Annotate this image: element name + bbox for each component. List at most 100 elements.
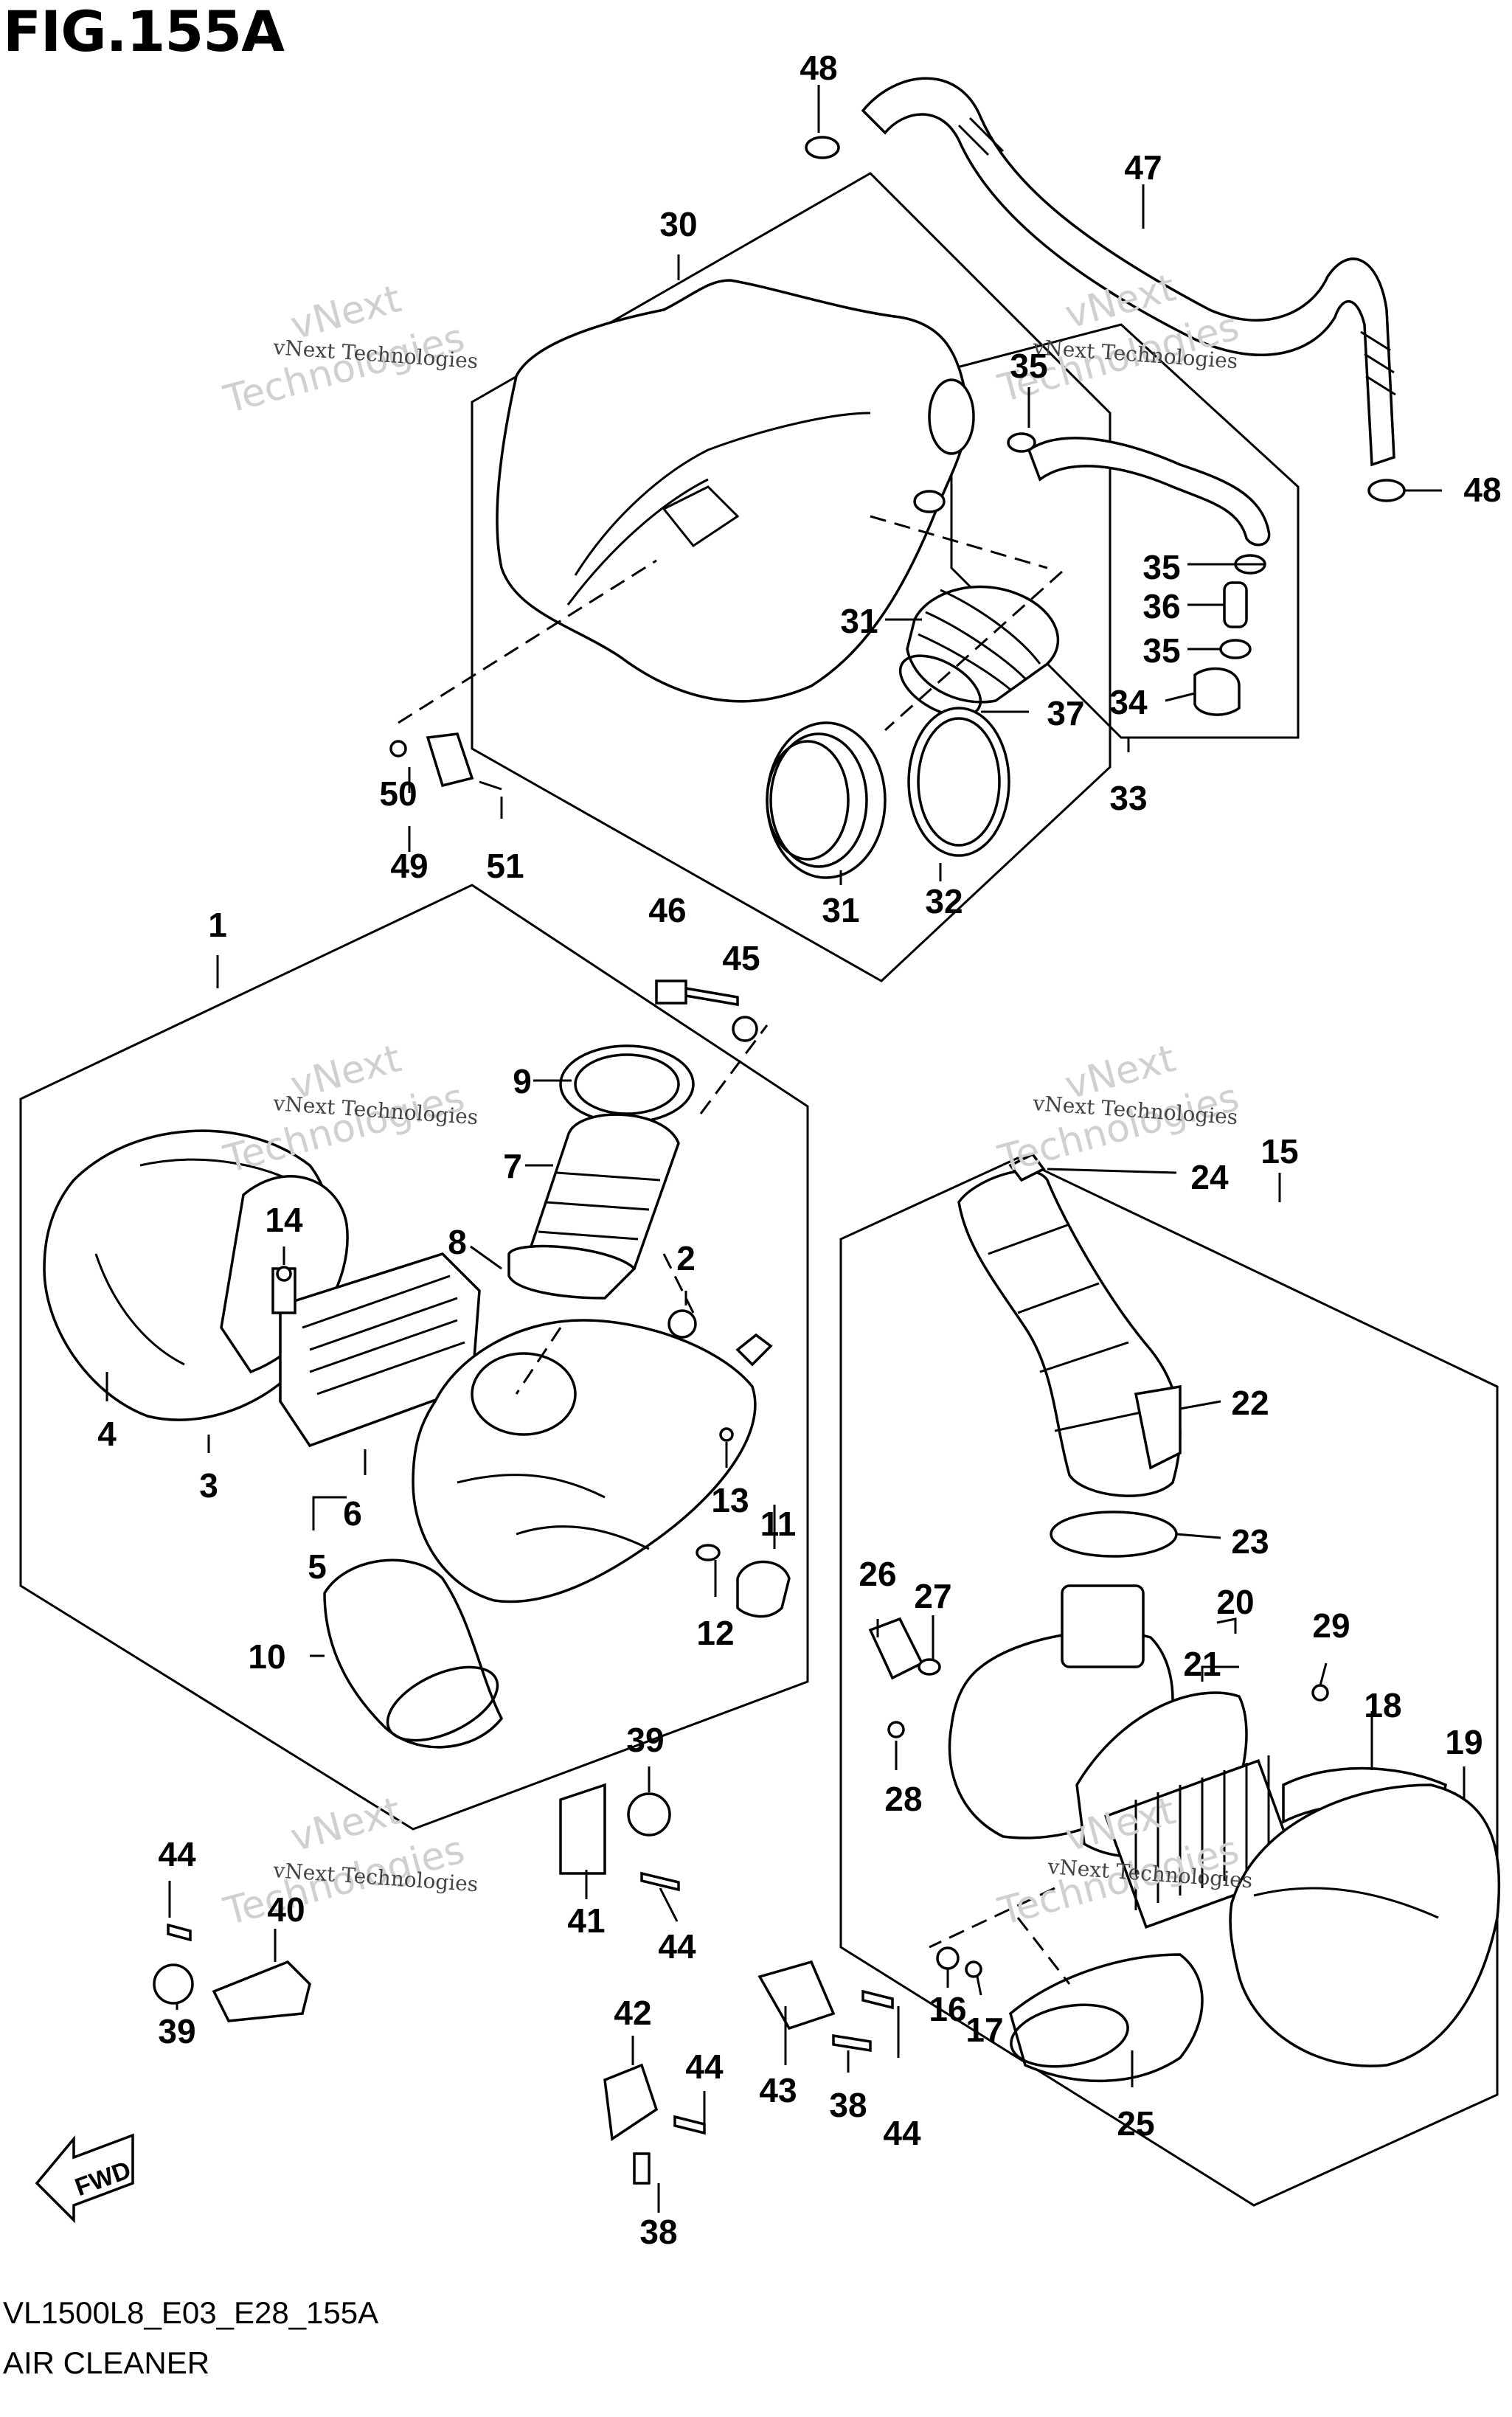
callout-50: 50 bbox=[379, 774, 417, 813]
grommet-39-upper bbox=[627, 1792, 671, 1837]
clamp-12 bbox=[696, 1544, 721, 1561]
intake-tube-22 bbox=[957, 1169, 1182, 1497]
cover-nipple-30 bbox=[913, 490, 946, 513]
callout-35: 35 bbox=[1142, 548, 1180, 586]
gasket-8 bbox=[507, 1244, 637, 1300]
bolt-44-left bbox=[167, 1923, 192, 1942]
breather-tube-33 bbox=[1027, 437, 1271, 547]
callout-20: 20 bbox=[1216, 1583, 1254, 1621]
figure-title: FIG.155A bbox=[3, 0, 285, 64]
callout-31: 31 bbox=[822, 891, 859, 929]
collar-17 bbox=[965, 1960, 982, 1978]
duct-inner-31-lower bbox=[769, 732, 868, 868]
figure-name: AIR CLEANER bbox=[3, 2345, 210, 2380]
callout-32: 32 bbox=[925, 882, 963, 920]
duct-ribs-31-upper bbox=[918, 589, 1041, 691]
callout-45: 45 bbox=[722, 939, 760, 977]
callout-15: 15 bbox=[1260, 1132, 1298, 1171]
callout-18: 18 bbox=[1364, 1686, 1401, 1724]
callout-23: 23 bbox=[1231, 1522, 1269, 1561]
group-box-15 bbox=[839, 1157, 1499, 2207]
housing-opening bbox=[471, 1352, 577, 1436]
callout-30: 30 bbox=[659, 205, 697, 243]
callout-22: 22 bbox=[1231, 1384, 1269, 1422]
callout-25: 25 bbox=[1117, 2104, 1154, 2143]
joint-36 bbox=[1223, 581, 1248, 628]
callout-1: 1 bbox=[208, 906, 227, 944]
cover-19-crease bbox=[1253, 1887, 1439, 1919]
group-box-30 bbox=[471, 172, 1112, 982]
housing-20-neck bbox=[1061, 1584, 1145, 1668]
screw-51 bbox=[479, 780, 502, 791]
callout-19: 19 bbox=[1445, 1723, 1482, 1761]
clamp-35-top bbox=[1007, 432, 1036, 453]
callout-46: 46 bbox=[648, 891, 686, 929]
callout-12: 12 bbox=[696, 1614, 734, 1652]
bracket-41 bbox=[559, 1783, 606, 1875]
bracket-22 bbox=[1134, 1384, 1182, 1470]
callout-9: 9 bbox=[513, 1062, 532, 1100]
callout-7: 7 bbox=[503, 1147, 522, 1185]
bolt-38-lower bbox=[633, 2152, 651, 2185]
clamp-48-right bbox=[1367, 479, 1406, 502]
duct-rib-31-lower bbox=[766, 740, 850, 861]
clamp-35-bottom bbox=[1219, 639, 1252, 659]
screw-14 bbox=[276, 1266, 292, 1282]
callout-labels: 48 47 48 30 35 35 36 35 34 31 37 33 50 4… bbox=[97, 49, 1501, 2251]
callout-42: 42 bbox=[614, 1994, 651, 2032]
leader-lines bbox=[105, 85, 1466, 2213]
element-6-mesh bbox=[302, 1275, 465, 1395]
cover-rim-30 bbox=[566, 412, 871, 606]
forward-arrow: FWD bbox=[35, 2133, 135, 2224]
grommet-39-lower bbox=[153, 1963, 194, 2005]
cover-port-30 bbox=[928, 378, 975, 455]
callout-39: 39 bbox=[626, 1721, 664, 1759]
screw-13 bbox=[719, 1427, 734, 1442]
funnel-7-ribs bbox=[538, 1171, 661, 1241]
grommet-16 bbox=[936, 1946, 960, 1970]
bolt-38-right bbox=[832, 2033, 872, 2053]
callout-14: 14 bbox=[265, 1201, 303, 1239]
callout-44: 44 bbox=[158, 1835, 196, 1873]
assembly-guides bbox=[398, 515, 1071, 1985]
air-cleaner-cover-30 bbox=[496, 279, 969, 703]
group-box-33 bbox=[950, 323, 1300, 739]
housing-detail bbox=[457, 1474, 650, 1550]
cover-emblem-30 bbox=[662, 485, 740, 548]
callout-11: 11 bbox=[760, 1505, 797, 1543]
clamp-48-top bbox=[805, 136, 840, 159]
callout-40: 40 bbox=[267, 1890, 305, 1929]
callout-37: 37 bbox=[1047, 694, 1084, 732]
callout-27: 27 bbox=[914, 1577, 951, 1615]
callout-2: 2 bbox=[676, 1239, 696, 1277]
ring-9-inner bbox=[574, 1053, 680, 1115]
callout-29: 29 bbox=[1312, 1606, 1350, 1645]
drain-plug-49 bbox=[426, 732, 474, 788]
hose-mesh-47 bbox=[957, 117, 1396, 396]
bracket-43 bbox=[757, 1960, 836, 2031]
callout-34: 34 bbox=[1109, 683, 1148, 721]
callout-28: 28 bbox=[884, 1780, 922, 1818]
callout-17: 17 bbox=[965, 2011, 1003, 2049]
callout-13: 13 bbox=[711, 1481, 749, 1519]
bracket-42 bbox=[603, 2063, 659, 2142]
callout-3: 3 bbox=[199, 1466, 218, 1505]
cap-11 bbox=[736, 1560, 791, 1618]
bolt-44-upper bbox=[640, 1871, 680, 1892]
callout-8: 8 bbox=[448, 1223, 467, 1261]
breather-hose-47 bbox=[861, 77, 1395, 467]
callout-4: 4 bbox=[97, 1415, 117, 1453]
bracket-40 bbox=[212, 1960, 311, 2022]
clamp-32 bbox=[907, 707, 1010, 857]
callout-41: 41 bbox=[567, 1901, 605, 1940]
clip-24 bbox=[1008, 1152, 1046, 1182]
callout-16: 16 bbox=[929, 1990, 966, 2028]
inlet-duct-25-mouth bbox=[1010, 2003, 1129, 2068]
bracket-housing bbox=[735, 1333, 773, 1367]
callout-44: 44 bbox=[685, 2047, 724, 2086]
group-box-1 bbox=[19, 884, 809, 1831]
callout-21: 21 bbox=[1183, 1645, 1221, 1683]
callout-51: 51 bbox=[486, 847, 524, 885]
callout-48: 48 bbox=[800, 49, 837, 87]
